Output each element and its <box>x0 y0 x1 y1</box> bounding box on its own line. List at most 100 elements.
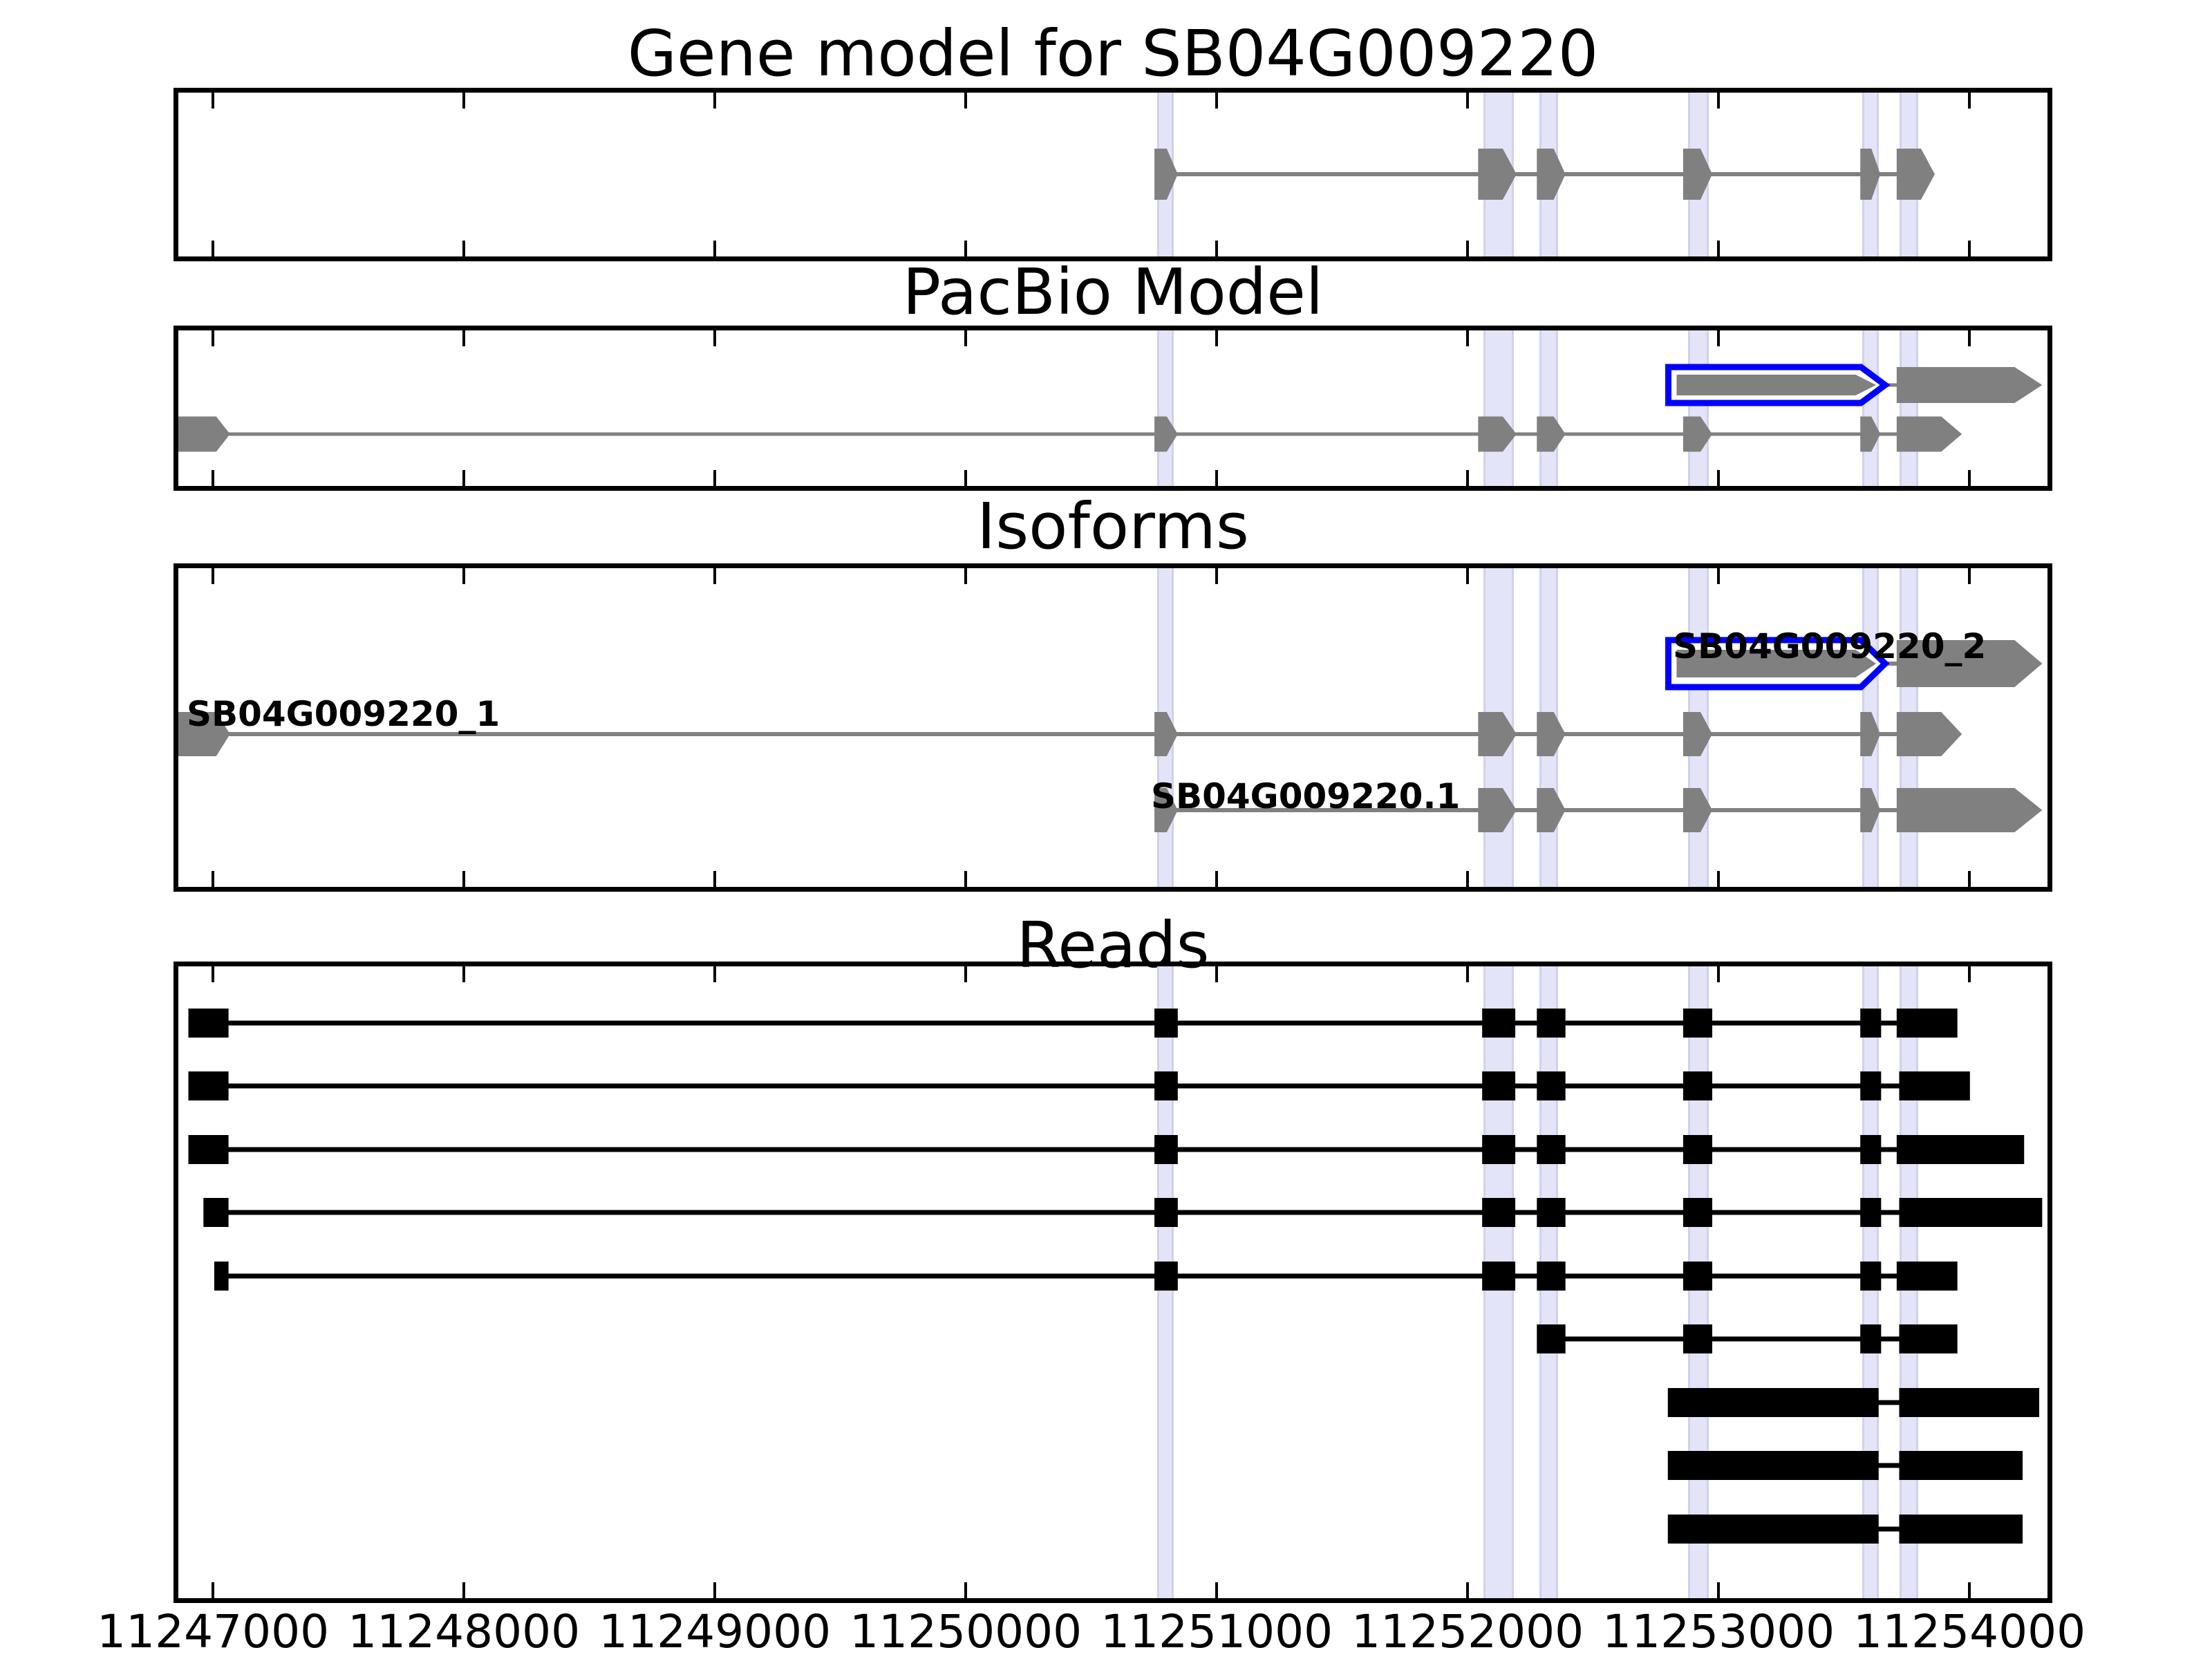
axis-tick <box>462 93 466 109</box>
read-block <box>1899 1324 1958 1353</box>
exon-arrow <box>1860 712 1881 756</box>
read-block <box>1896 1262 1958 1291</box>
read-block <box>1482 1071 1516 1100</box>
axis-tick <box>1968 470 1971 486</box>
axis-tick <box>212 966 215 982</box>
exon-arrow <box>1537 416 1566 452</box>
read-block <box>1537 1135 1566 1164</box>
axis-tick <box>1717 871 1721 887</box>
axis-tick <box>964 470 968 486</box>
axis-tick <box>964 93 968 109</box>
isoform-label: SB04G009220_2 <box>1673 626 1987 666</box>
exon-arrow <box>1860 149 1881 200</box>
exon-arrow <box>1860 788 1881 832</box>
read-block <box>1537 1071 1566 1100</box>
axis-tick <box>1466 241 1470 256</box>
intron-line <box>209 1083 1927 1089</box>
exon-arrow <box>1896 367 2043 403</box>
exon-arrow <box>1896 149 1936 200</box>
exon-arrow <box>1478 149 1517 200</box>
axis-tick <box>1466 470 1470 486</box>
axis-tick <box>1466 871 1470 887</box>
exon-arrow <box>1154 788 1178 832</box>
read-block <box>1482 1262 1516 1291</box>
axis-tick <box>713 871 717 887</box>
read-block <box>1899 1071 1970 1100</box>
exon-arrow <box>1683 712 1713 756</box>
read-block <box>188 1135 229 1164</box>
axis-tick <box>1717 330 1721 346</box>
panel-isoforms <box>174 563 2052 892</box>
blue-isoform-fill <box>1676 375 1877 395</box>
axis-tick <box>212 871 215 887</box>
axis-tick <box>713 330 717 346</box>
exon-arrow <box>1478 788 1517 832</box>
read-block <box>1667 1451 1879 1480</box>
blue-isoform-fill <box>1676 650 1877 677</box>
axis-tick <box>1717 1582 1721 1598</box>
axis-tick <box>1968 568 1971 584</box>
read-block <box>1860 1324 1882 1353</box>
read-block <box>1683 1198 1713 1227</box>
exon-arrow <box>1154 149 1178 200</box>
axis-tick <box>212 241 215 256</box>
axis-tick <box>1717 470 1721 486</box>
axis-tick <box>1717 966 1721 982</box>
intron-line <box>209 1020 1927 1026</box>
read-block <box>1860 1262 1882 1291</box>
exon-arrow <box>1478 712 1517 756</box>
axis-tick <box>212 568 215 584</box>
exon-arrow <box>1896 712 1962 756</box>
axis-tick <box>1968 966 1971 982</box>
axis-tick <box>1466 93 1470 109</box>
axis-tick <box>1968 1582 1971 1598</box>
axis-tick <box>1717 93 1721 109</box>
read-block <box>188 1071 229 1100</box>
intron-line <box>209 1147 1927 1152</box>
x-tick-label: 11250000 <box>850 1605 1082 1658</box>
read-block <box>1482 1135 1516 1164</box>
read-block <box>1667 1388 1879 1417</box>
axis-tick <box>212 1582 215 1598</box>
axis-tick <box>1215 330 1219 346</box>
read-block <box>1683 1135 1713 1164</box>
read-block <box>1537 1198 1566 1227</box>
intron-line <box>1551 1336 1927 1342</box>
axis-tick <box>1717 568 1721 584</box>
track-canvas <box>178 364 2043 452</box>
exon-arrow <box>1537 149 1566 200</box>
axis-tick <box>1466 1582 1470 1598</box>
axis-tick <box>964 966 968 982</box>
axis-tick <box>462 330 466 346</box>
read-block <box>1154 1135 1178 1164</box>
exon-arrow <box>1683 788 1713 832</box>
read-block <box>1537 1262 1566 1291</box>
intron-line <box>200 432 1909 436</box>
read-block <box>1482 1198 1516 1227</box>
exon-arrow <box>1896 416 1962 452</box>
axis-tick <box>964 568 968 584</box>
axis-tick <box>462 470 466 486</box>
read-block <box>1683 1071 1713 1100</box>
read-block <box>1154 1009 1178 1038</box>
axis-tick <box>462 871 466 887</box>
x-tick-label: 11254000 <box>1853 1605 2086 1658</box>
read-block <box>1683 1009 1713 1038</box>
axis-tick <box>964 1582 968 1598</box>
read-block <box>1482 1009 1516 1038</box>
exon-highlight-band <box>1687 330 1709 486</box>
intron-line <box>1871 1526 1912 1532</box>
read-block <box>1860 1071 1882 1100</box>
read-block <box>214 1262 229 1291</box>
read-block <box>1896 1009 1958 1038</box>
isoform-label: SB04G009220_1 <box>186 694 500 734</box>
axis-tick <box>462 568 466 584</box>
intron-line <box>1871 1463 1912 1468</box>
exon-arrow <box>1154 712 1178 756</box>
axis-tick <box>462 1582 466 1598</box>
read-block <box>1537 1009 1566 1038</box>
axis-tick <box>1215 241 1219 256</box>
axis-tick <box>462 966 466 982</box>
intron-line <box>1871 1400 1912 1405</box>
exon-arrow <box>1860 416 1881 452</box>
